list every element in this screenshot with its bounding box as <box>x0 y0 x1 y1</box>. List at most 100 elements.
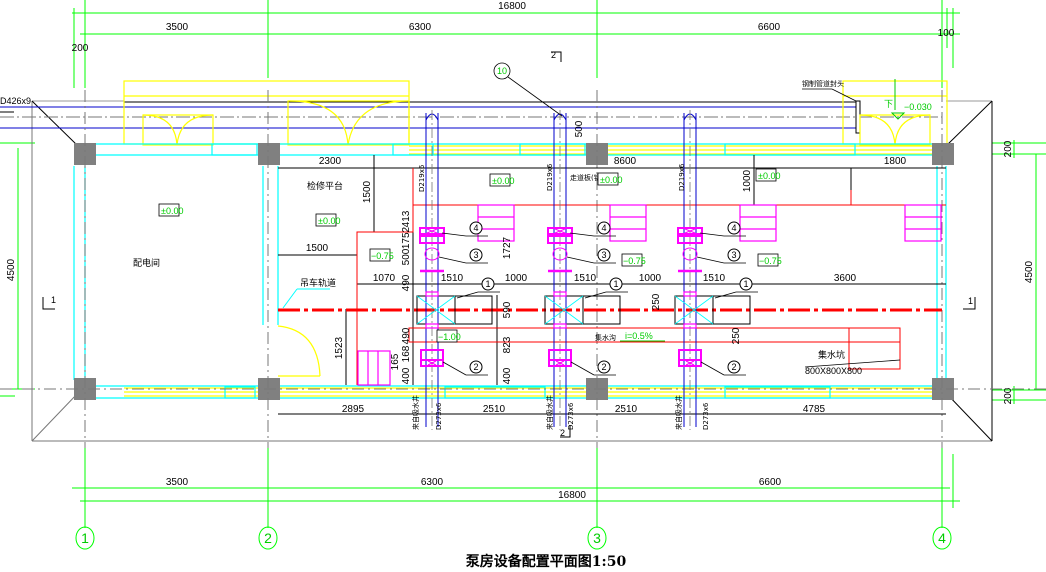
section-1-right: 1 <box>968 296 973 306</box>
pump-3-cross <box>674 295 714 325</box>
bottom-note-1: 来自吸水井 <box>411 395 420 430</box>
inner-dim-texts: 2300 8600 1800 1500 1500 1000 1070 1510 … <box>306 120 907 415</box>
top-span-2-dim: 6300 <box>409 22 432 33</box>
sump-size-label: 800X800X800 <box>805 366 862 376</box>
level-pump3-top: ±0.00 <box>758 171 780 181</box>
pump-1-valve-cross <box>426 228 438 234</box>
pipe-end-leader-diag <box>831 88 857 102</box>
bottom-span-1-dim: 3500 <box>166 477 189 488</box>
pump-1-tag-t1-leader <box>456 291 479 299</box>
pump-1-tag-t1-text: 1 <box>485 279 490 289</box>
level-pit-c: −0.75 <box>759 256 782 266</box>
dim-2510b: 2510 <box>615 404 638 415</box>
pump-1-tag-t3-leader <box>438 256 467 264</box>
outlet-bottom-2-label: D273x6 <box>567 402 575 430</box>
dim-500v: 500 <box>401 248 412 265</box>
pump-3-tag-t1-leader <box>714 291 737 299</box>
pump-1-tag-t4-leader <box>441 232 467 237</box>
pump-3-tag-t1-text: 1 <box>743 279 748 289</box>
dim-400b: 400 <box>502 367 513 384</box>
dim-250b: 250 <box>731 327 742 344</box>
crane-rail-label: 吊车轨道 <box>300 277 336 289</box>
pump-2-inlet-flange <box>553 291 567 297</box>
dim-1510c: 1510 <box>703 273 726 284</box>
top-overall-dim: 16800 <box>498 1 526 12</box>
outlet-bottom-3-label: D273x6 <box>702 402 710 430</box>
pump-1-inlet-flange <box>425 291 439 297</box>
dim-1500h: 1500 <box>306 243 329 254</box>
outlet-pipe-size-label: D426x9 <box>0 96 31 106</box>
inlet-top-3-label: D219x6 <box>678 163 686 191</box>
level-pump1-top: ±0.00 <box>492 176 514 186</box>
section-2-bottom: 2 <box>560 428 565 438</box>
walls <box>73 143 947 399</box>
pump-3-bottom-valve-base <box>678 359 702 367</box>
pump-2-tag-t1-leader <box>584 291 607 299</box>
dim-823: 823 <box>502 336 513 353</box>
walkway-label: 走道板(钢) <box>570 173 604 182</box>
dim-400a: 400 <box>401 367 412 384</box>
pump-2-tag-t1-circle <box>609 277 623 291</box>
pump-2-valve-cross <box>554 228 566 234</box>
level-pump2-top: ±0.00 <box>600 175 622 185</box>
pump-3-check-valve <box>682 247 698 261</box>
pump-2-tag-t4-text: 4 <box>601 223 606 233</box>
crane-rail-leader-diag <box>282 288 298 309</box>
pump-3-valve-cross <box>684 228 696 234</box>
pump-1-tag-t2-text: 2 <box>473 362 478 372</box>
sump-leader <box>804 359 901 368</box>
bottom-span-3-dim: 6600 <box>759 477 782 488</box>
pump-1-tag-t4-text: 4 <box>473 223 478 233</box>
pump-2-valve-top <box>547 227 573 235</box>
dim-1510a: 1510 <box>441 273 464 284</box>
pump-1-check-valve <box>424 247 440 261</box>
drawing-title: 泵房设备配置平面图1:50 <box>466 553 627 570</box>
dim-1000c: 1000 <box>505 273 528 284</box>
section-marks <box>42 51 976 438</box>
pump-2-tag-t3-text: 3 <box>601 250 606 260</box>
door-left <box>277 325 321 377</box>
pipe-size-labels: D219x6 D219x6 D219x6 D273x6 D273x6 D273x… <box>411 163 710 430</box>
dim-500-top: 500 <box>574 120 585 137</box>
pump-3-tag-t3-circle <box>727 248 741 262</box>
section-2-top: 2 <box>551 50 556 60</box>
pump-3-valve-body <box>677 235 703 244</box>
level-marks: ±0.00 ±0.00 ±0.00 ±0.00 ±0.00 −0.75 −0.7… <box>158 79 932 343</box>
stairs <box>357 204 942 386</box>
sump-label: 集水坑 <box>818 349 845 361</box>
outlet-bottom-1-label: D273x6 <box>435 402 443 430</box>
pump-1-bottom-valve-base <box>420 359 444 367</box>
dim-250a: 250 <box>651 293 662 310</box>
dim-1523: 1523 <box>334 336 345 359</box>
level-platform: ±0.00 <box>318 216 340 226</box>
pump-1-tag-t2-leader <box>442 361 467 376</box>
inlet-top-2-label: D219x6 <box>546 163 554 191</box>
bottom-note-2: 来自吸水井 <box>545 395 554 430</box>
pump-2-tag-t4-circle <box>597 221 611 235</box>
inlet-top-1-label: D219x6 <box>418 164 426 192</box>
down-mark: 下 <box>884 99 893 109</box>
trench-slope: i=0.5% <box>625 331 653 341</box>
pump-3-tag-t1-circle <box>739 277 753 291</box>
dim-8600: 8600 <box>614 156 637 167</box>
dim-1000a: 1000 <box>742 169 753 192</box>
axis-bubbles <box>75 526 952 550</box>
pump-2-tag-t3-leader <box>566 256 595 264</box>
pump-2-tag-t2-circle <box>597 360 611 374</box>
bottom-note-3: 来自吸水井 <box>674 395 683 430</box>
pump-1-tag-t2-circle <box>469 360 483 374</box>
level-trench: −1.00 <box>438 332 461 342</box>
pipe-end-label: 钢制管道封头 <box>802 79 844 88</box>
pump-1-cross <box>416 295 456 325</box>
pump-1-outlet-flange <box>425 323 439 329</box>
top-left-offset-dim: 200 <box>72 43 89 54</box>
dim-1500v: 1500 <box>362 180 373 203</box>
dim-413: 413 <box>401 210 412 227</box>
top-span-1-dim: 3500 <box>166 22 189 33</box>
pump-2-tag-t4-leader <box>569 232 595 237</box>
dim-490b: 490 <box>401 327 412 344</box>
dim-1000d: 1000 <box>639 273 662 284</box>
dim-1727: 1727 <box>502 236 513 259</box>
pump-3-tag-t2-text: 2 <box>731 362 736 372</box>
